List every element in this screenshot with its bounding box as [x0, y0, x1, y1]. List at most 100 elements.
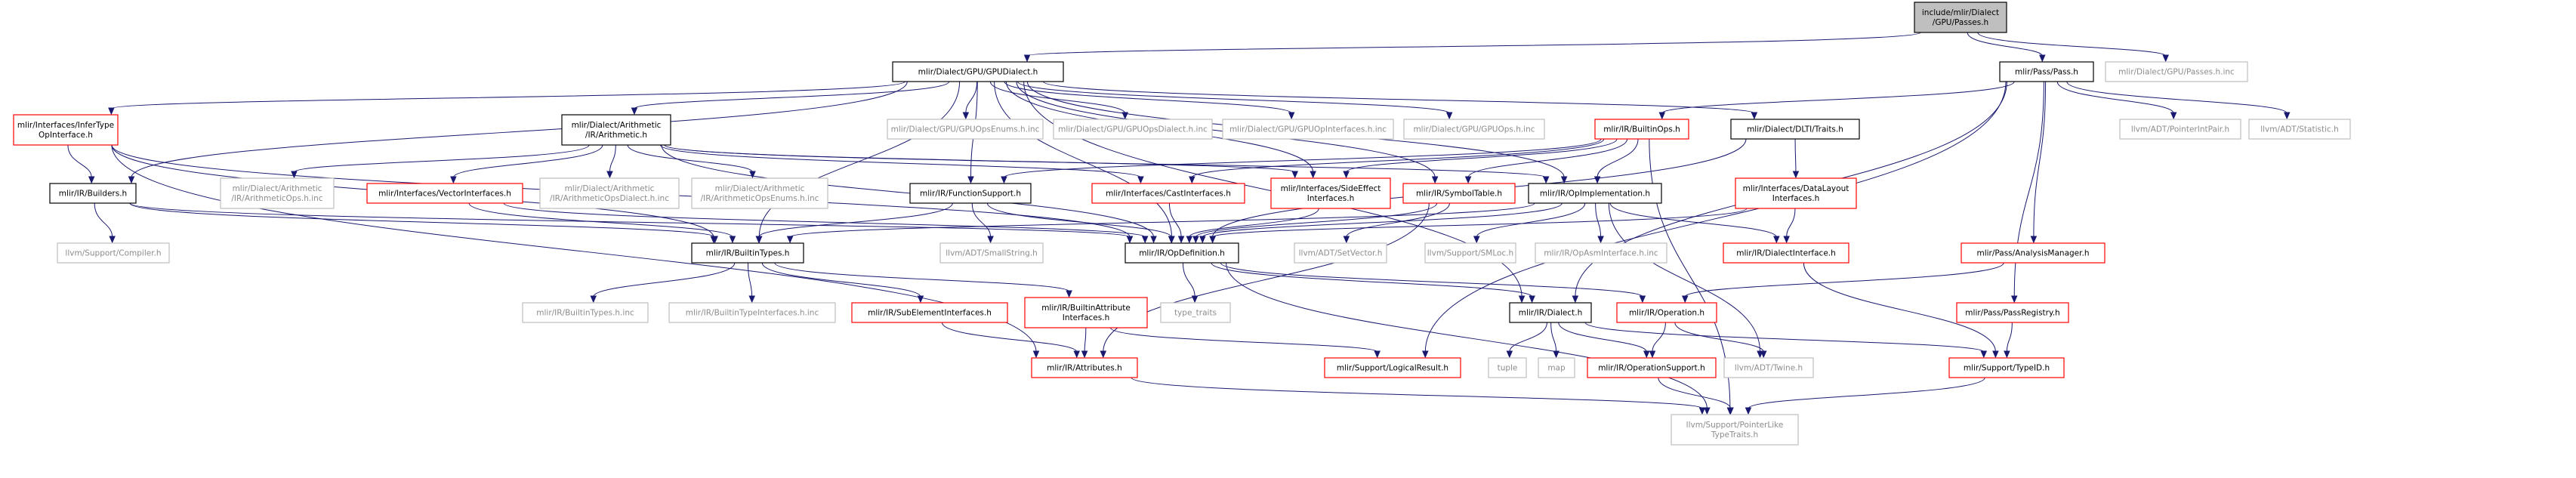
edge-line: [1658, 377, 1731, 409]
edge-opimpl-to-dialectiface: [1609, 202, 1780, 244]
node-builtintypes[interactable]: mlir/IR/BuiltinTypes.h: [691, 242, 804, 264]
edge-arrowhead: [128, 176, 135, 184]
edge-line: [2066, 81, 2288, 114]
edge-line: [2056, 81, 2174, 114]
edge-arrowhead: [1506, 350, 1513, 359]
edge-line: [1109, 327, 1378, 353]
edge-line: [1597, 138, 1639, 178]
node-vectoriface[interactable]: mlir/Interfaces/VectorInterfaces.h: [366, 183, 523, 204]
edge-builtinops-to-funcsupport: [1001, 138, 1602, 184]
edge-line: [664, 144, 1547, 178]
edge-vectoriface-to-builtintypes: [468, 202, 736, 244]
node-box: [13, 114, 119, 146]
edge-dialect-to-map: [1550, 322, 1559, 359]
node-box: [1031, 357, 1138, 378]
node-builtinops[interactable]: mlir/IR/BuiltinOps.h: [1594, 119, 1689, 140]
edge-arrowhead: [1189, 176, 1195, 184]
node-opsupport[interactable]: mlir/IR/OperationSupport.h: [1587, 357, 1717, 378]
node-analysismgr[interactable]: mlir/Pass/AnalysisManager.h: [1961, 242, 2106, 264]
node-symboltable[interactable]: mlir/IR/SymbolTable.h: [1402, 183, 1516, 204]
node-passregistry[interactable]: mlir/Pass/PassRegistry.h: [1956, 302, 2069, 323]
edge-line: [986, 202, 1172, 238]
node-opimpl[interactable]: mlir/IR/OpImplementation.h: [1528, 183, 1662, 204]
edge-line: [1003, 138, 1602, 178]
node-subelement[interactable]: mlir/IR/SubElementInterfaces.h: [851, 302, 1008, 323]
edge-arrowhead: [1199, 236, 1206, 244]
node-label: mlir/Interfaces/InferType: [17, 121, 114, 130]
edge-line: [758, 202, 953, 238]
node-logicalresult[interactable]: mlir/Support/LogicalResult.h: [1324, 357, 1461, 378]
node-dlti[interactable]: mlir/Dialect/DLTI/Traits.h: [1730, 119, 1860, 140]
edge-line: [129, 202, 1131, 238]
node-map: map: [1538, 357, 1575, 378]
edge-gpudialect-to-builders: [128, 81, 908, 184]
edge-gpudialect-to-dlti: [1043, 81, 1758, 120]
edge-passh-to-analysismgr: [2030, 81, 2047, 244]
node-builders[interactable]: mlir/IR/Builders.h: [49, 183, 137, 204]
edge-line: [67, 144, 92, 178]
node-dialectiface[interactable]: mlir/IR/DialectInterface.h: [1723, 242, 1849, 264]
edge-line: [1211, 262, 1533, 298]
node-box: [220, 177, 335, 209]
node-label: /IR/ArithmeticOpsDialect.h.inc: [550, 194, 669, 203]
edge-line: [1584, 322, 1985, 353]
edge-line: [2006, 322, 2013, 353]
edge-dialect-to-tuple: [1506, 322, 1547, 359]
node-dialect[interactable]: mlir/IR/Dialect.h: [1509, 302, 1592, 323]
edge-opdef-to-ptrliketypetraits: [1226, 262, 1711, 415]
node-passh[interactable]: mlir/Pass/Pass.h: [1999, 61, 2094, 82]
edge-line: [94, 202, 113, 238]
edge-gpudialect-to-gpuenums: [962, 81, 978, 120]
edge-arrowhead: [1186, 236, 1193, 244]
node-box: [1222, 119, 1394, 140]
node-operation[interactable]: mlir/IR/Operation.h: [1616, 302, 1717, 323]
edge-line: [989, 81, 1126, 114]
edge-arrowhead: [1445, 112, 1453, 120]
edge-gpudialect-to-opdef: [994, 81, 1175, 244]
edge-arrowhead: [1704, 407, 1711, 415]
node-castiface[interactable]: mlir/Interfaces/CastInterfaces.h: [1091, 183, 1245, 204]
edge-arrowhead: [450, 176, 457, 184]
node-label: include/mlir/Dialect: [1922, 8, 1999, 17]
node-builtintypesinc: mlir/IR/BuiltinTypes.h.inc: [522, 302, 649, 323]
node-attributes[interactable]: mlir/IR/Attributes.h: [1031, 357, 1138, 378]
node-typeid[interactable]: mlir/Support/TypeID.h: [1948, 357, 2065, 378]
edge-builders-to-builtintypes: [129, 202, 718, 244]
node-funcsupport[interactable]: mlir/IR/FunctionSupport.h: [909, 183, 1032, 204]
edge-builtinattriface-to-attributes: [1081, 327, 1088, 359]
edge-passregistry-to-typeid: [2004, 322, 2013, 359]
node-opdef[interactable]: mlir/IR/OpDefinition.h: [1124, 242, 1239, 264]
node-arith[interactable]: mlir/Dialect/Arithmetic/IR/Arithmetic.h: [561, 114, 671, 146]
edge-line: [747, 262, 753, 298]
node-box: [1730, 119, 1860, 140]
node-gpudialect[interactable]: mlir/Dialect/GPU/GPUDialect.h: [892, 61, 1064, 82]
node-label: /IR/ArithmeticOpsEnums.h.inc: [701, 194, 819, 203]
node-label: mlir/Dialect/Arithmetic: [565, 184, 655, 193]
edge-arrowhead: [1081, 350, 1088, 359]
node-statistic: llvm/ADT/Statistic.h: [2248, 119, 2351, 140]
edge-line: [965, 81, 978, 114]
edge-arrowhead: [1639, 295, 1646, 304]
edge-symboltable-to-opdef: [1192, 202, 1438, 244]
node-arithopsdialect: mlir/Dialect/Arithmetic/IR/ArithmeticOps…: [539, 177, 680, 209]
edge-builders-to-opdef: [129, 202, 1134, 244]
node-box: [366, 183, 523, 204]
edge-line: [1558, 322, 1647, 353]
edge-line: [1026, 32, 1921, 57]
edge-arrowhead: [1783, 236, 1790, 244]
node-label: mlir/Dialect/GPU/GPUOpInterfaces.h.inc: [1229, 125, 1387, 134]
node-label: Interfaces.h: [1307, 194, 1354, 203]
edge-datalayout-to-dialectiface: [1783, 208, 1796, 244]
edge-passes-to-passh: [1967, 32, 2046, 63]
edge-arrowhead: [1542, 176, 1550, 184]
edge-symboltable-to-setvector: [1343, 202, 1450, 244]
edge-arrowhead: [1473, 236, 1480, 244]
edge-line: [774, 262, 1070, 292]
node-passes[interactable]: include/mlir/Dialect/GPU/Passes.h: [1914, 2, 2007, 33]
node-label: mlir/Dialect/GPU/Passes.h.inc: [2118, 68, 2235, 77]
